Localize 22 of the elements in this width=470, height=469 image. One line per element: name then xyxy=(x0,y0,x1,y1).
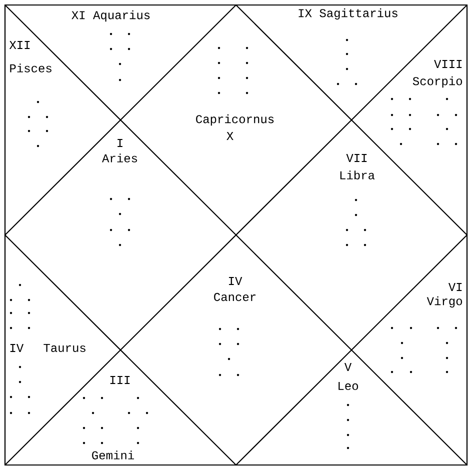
house-label: Cancer xyxy=(214,292,256,302)
house-label: III xyxy=(110,376,130,384)
house-label: Leo xyxy=(338,382,358,390)
house-label: X xyxy=(226,132,234,140)
house-label: Taurus xyxy=(44,344,86,352)
house-label: Libra xyxy=(340,170,375,180)
house-label: IV xyxy=(10,344,24,352)
house-label: XII xyxy=(9,41,30,49)
house-label: IX Sagittarius xyxy=(298,8,398,20)
house-label: VII xyxy=(346,154,367,162)
house-label: Capricornus xyxy=(196,114,274,126)
house-label: I xyxy=(118,139,122,147)
house-label: VI xyxy=(448,283,462,291)
house-label: Pisces xyxy=(10,64,52,72)
house-label: IV xyxy=(228,277,242,285)
house-label: Gemini xyxy=(92,450,134,460)
house-label: Virgo xyxy=(426,296,462,308)
house-label: VIII xyxy=(434,60,462,68)
house-label: XI Aquarius xyxy=(72,10,150,22)
house-label: Scorpio xyxy=(412,76,462,88)
house-label: Aries xyxy=(102,154,137,162)
house-label: V xyxy=(344,363,352,371)
